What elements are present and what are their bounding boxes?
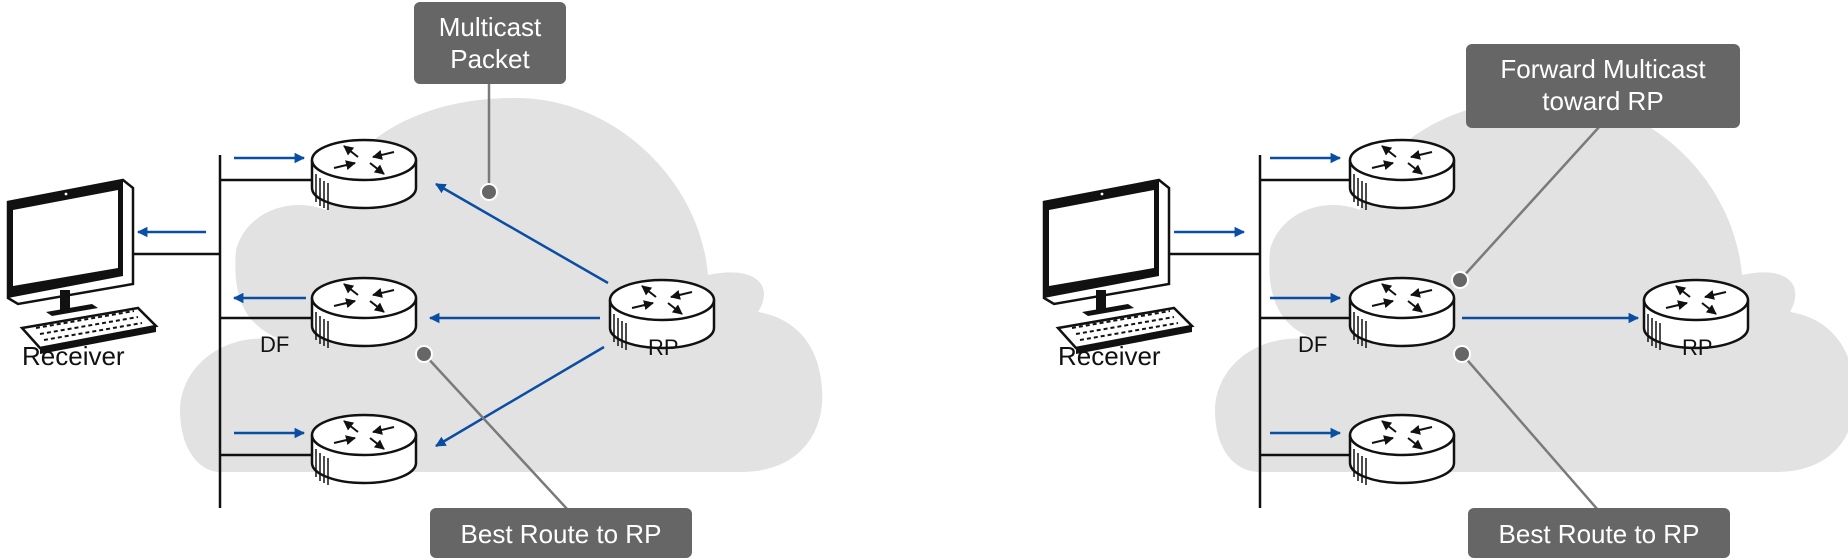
callout-bottom-label: Best Route to RP	[461, 519, 662, 549]
callout-top-line2: Packet	[450, 44, 530, 74]
multicast-flow-arrows	[136, 152, 609, 448]
cloud	[180, 97, 823, 473]
receiver-label: Receiver	[22, 341, 125, 371]
callout-top-line1: Multicast	[439, 12, 542, 42]
callout-best-route: Best Route to RP	[415, 345, 692, 558]
df-label: DF	[1298, 332, 1327, 357]
router-top-icon	[1350, 140, 1454, 210]
router-df-icon	[1350, 278, 1454, 348]
right-panel: Receiver DF RP Forward Multicast toward …	[1042, 44, 1848, 558]
receiver-computer-icon	[1042, 178, 1194, 356]
router-df-icon	[312, 278, 416, 348]
lan-segment	[126, 155, 312, 508]
callout-multicast-packet: Multicast Packet	[414, 2, 566, 201]
left-panel: Receiver DF RP Multicast Packet Be	[6, 2, 823, 558]
router-bottom-icon	[1350, 415, 1454, 485]
multicast-flow-arrows	[1174, 152, 1640, 439]
callout-top-line2: toward RP	[1542, 86, 1663, 116]
df-label: DF	[260, 332, 289, 357]
rp-label: RP	[648, 335, 679, 360]
cloud	[1215, 97, 1848, 472]
callout-best-route: Best Route to RP	[1453, 345, 1730, 558]
rp-label: RP	[1682, 335, 1713, 360]
lan-segment	[1162, 155, 1350, 508]
router-top-icon	[312, 140, 416, 210]
router-bottom-icon	[312, 415, 416, 485]
callout-forward-multicast: Forward Multicast toward RP	[1451, 44, 1740, 289]
callout-bottom-label: Best Route to RP	[1499, 519, 1700, 549]
receiver-computer-icon	[6, 178, 158, 356]
receiver-label: Receiver	[1058, 341, 1161, 371]
callout-top-line1: Forward Multicast	[1500, 54, 1706, 84]
